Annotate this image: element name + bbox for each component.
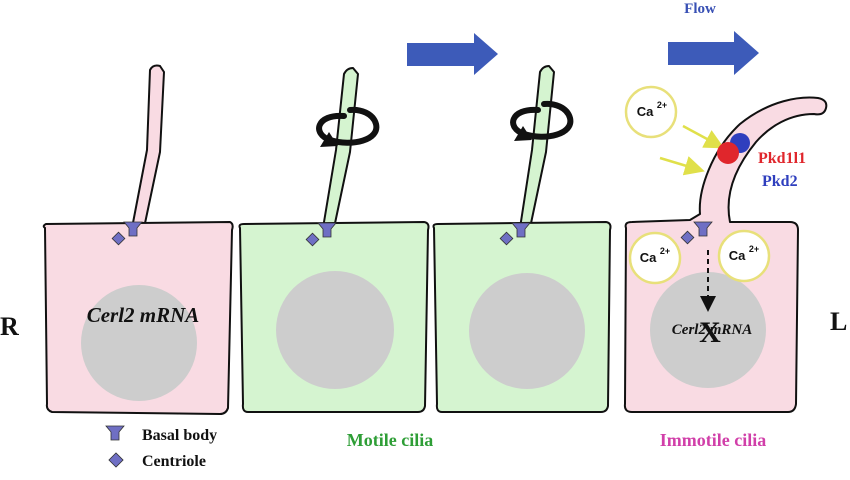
basal-body-icon — [511, 222, 531, 238]
cell-4: Cerl2 mRNA X Ca 2+ Ca 2+ Ca 2+ Pkd1l1 — [623, 85, 828, 413]
pkd1l1-label: Pkd1l1 — [758, 150, 806, 167]
cell-4-block-mark: X — [699, 316, 721, 349]
basal-body-icon — [123, 221, 143, 237]
calcium-ion-icon: Ca 2+ — [628, 231, 682, 285]
basal-body-icon — [105, 425, 125, 441]
cell-1: Cerl2 mRNA — [42, 64, 234, 416]
calcium-ion-charge: 2+ — [657, 100, 667, 110]
calcium-ion-icon: Ca 2+ — [624, 85, 678, 139]
right-side-label: R — [0, 312, 19, 341]
legend-centriole: Centriole — [142, 453, 206, 470]
left-side-label: L — [830, 307, 847, 336]
cell-1-mrna-label: Cerl2 mRNA — [87, 303, 200, 327]
flow-arrow-icon — [668, 31, 759, 75]
centriole-icon — [499, 231, 514, 246]
pkd2-label: Pkd2 — [762, 173, 798, 190]
cell-1-nucleus — [81, 285, 197, 401]
calcium-ion-label: Ca — [729, 248, 746, 263]
cell-3-cilium — [519, 65, 555, 229]
calcium-ion-label: Ca — [637, 104, 654, 119]
cell-3-nucleus — [469, 273, 585, 389]
centriole-icon — [108, 452, 124, 468]
calcium-ion-label: Ca — [640, 250, 657, 265]
calcium-influx-arrow — [659, 156, 705, 176]
cell-1-cilium — [131, 64, 165, 229]
rotation-arrow-icon — [316, 106, 380, 147]
calcium-ion-charge: 2+ — [749, 244, 759, 254]
legend: Basal body Centriole — [105, 425, 217, 470]
legend-basal-body: Basal body — [142, 427, 217, 444]
cell-4-mrna-label: Cerl2 mRNA — [672, 322, 752, 338]
calcium-influx-arrow — [682, 124, 725, 149]
flow-arrow-icon — [407, 33, 498, 75]
caption-motile: Motile cilia — [347, 430, 433, 450]
cell-2-nucleus — [276, 271, 394, 389]
calcium-ion-icon: Ca 2+ — [717, 229, 771, 283]
flow-label: Flow — [684, 1, 716, 17]
centriole-icon — [680, 230, 695, 245]
cell-3 — [432, 65, 612, 413]
calcium-ion-charge: 2+ — [660, 246, 670, 256]
basal-body-icon — [317, 222, 337, 238]
cell-2 — [238, 67, 430, 413]
basal-body-icon — [693, 221, 713, 237]
centriole-icon — [111, 231, 126, 246]
cell-2-cilium — [322, 67, 359, 229]
rotation-arrow-icon — [510, 100, 574, 141]
caption-immotile: Immotile cilia — [660, 430, 766, 450]
centriole-icon — [305, 232, 320, 247]
pkd1l1-dot — [717, 142, 739, 164]
cell-4-nucleus — [650, 272, 766, 388]
